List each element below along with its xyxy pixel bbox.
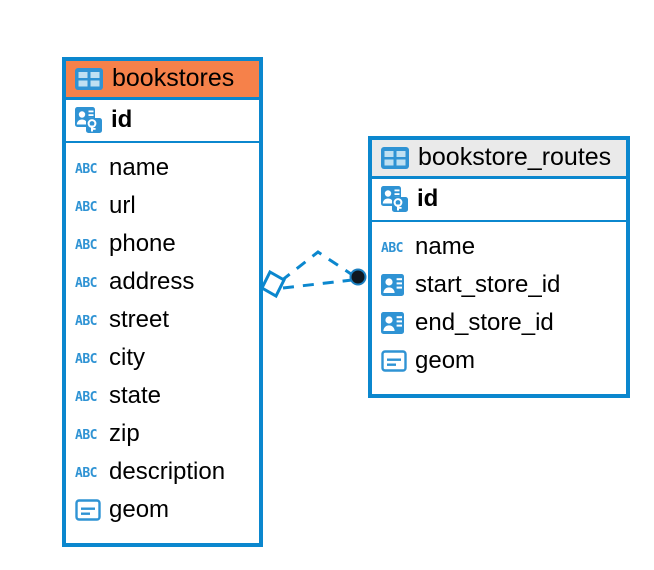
table-icon xyxy=(381,146,409,169)
field-label: address xyxy=(109,268,195,295)
text-type-icon: ABC xyxy=(75,428,97,443)
abc-glyph: ABC xyxy=(75,352,97,367)
field-label-id: id xyxy=(417,185,439,212)
field-row-address[interactable]: ABC address xyxy=(75,263,250,301)
entity-title: bookstore_routes xyxy=(418,143,612,171)
field-list-bookstores: ABC name ABC url ABC phone ABC ad xyxy=(66,143,259,536)
text-type-icon: ABC xyxy=(75,200,97,215)
field-row-geom[interactable]: geom xyxy=(381,342,617,380)
header-divider xyxy=(66,97,259,100)
entity-table-bookstores[interactable]: bookstores id ABC xyxy=(62,57,263,547)
abc-glyph: ABC xyxy=(75,200,97,215)
field-label: geom xyxy=(109,496,170,523)
field-label: phone xyxy=(109,230,176,257)
field-label: url xyxy=(109,192,136,219)
field-row-id[interactable]: id xyxy=(372,179,626,220)
relationship-line-upper xyxy=(280,250,355,283)
field-row-geom[interactable]: geom xyxy=(75,491,250,529)
primary-key-icon xyxy=(381,186,408,212)
foreign-key-icon xyxy=(381,274,404,296)
abc-glyph: ABC xyxy=(75,466,97,481)
text-type-icon: ABC xyxy=(75,314,97,329)
text-type-icon: ABC xyxy=(75,390,97,405)
relationship-target-circle-icon xyxy=(349,268,367,286)
text-type-icon: ABC xyxy=(75,352,97,367)
field-row-start-store-id[interactable]: start_store_id xyxy=(381,266,617,304)
field-label: end_store_id xyxy=(415,309,554,336)
primary-key-divider xyxy=(372,220,626,222)
abc-glyph: ABC xyxy=(75,238,97,253)
primary-key-icon xyxy=(75,107,102,133)
field-row-zip[interactable]: ABC zip xyxy=(75,415,250,453)
table-icon xyxy=(75,67,103,90)
field-label: geom xyxy=(415,347,476,374)
field-label: zip xyxy=(109,420,140,447)
field-row-description[interactable]: ABC description xyxy=(75,453,250,491)
relationship-source-diamond-icon xyxy=(260,269,286,299)
field-label-id: id xyxy=(111,106,133,133)
abc-glyph: ABC xyxy=(75,428,97,443)
abc-glyph: ABC xyxy=(381,241,403,256)
text-type-icon: ABC xyxy=(75,238,97,253)
entity-title: bookstores xyxy=(112,64,235,92)
field-label: name xyxy=(415,233,476,260)
geometry-type-icon xyxy=(75,499,101,521)
field-row-name[interactable]: ABC name xyxy=(75,149,250,187)
field-row-name[interactable]: ABC name xyxy=(381,228,617,266)
primary-key-divider xyxy=(66,141,259,143)
entity-table-bookstore-routes[interactable]: bookstore_routes id ABC xyxy=(368,136,630,398)
text-type-icon: ABC xyxy=(75,466,97,481)
abc-glyph: ABC xyxy=(75,162,97,177)
field-label: state xyxy=(109,382,162,409)
abc-glyph: ABC xyxy=(75,314,97,329)
field-row-city[interactable]: ABC city xyxy=(75,339,250,377)
field-list-bookstore-routes: ABC name start_store_id xyxy=(372,222,626,387)
text-type-icon: ABC xyxy=(75,276,97,291)
text-type-icon: ABC xyxy=(75,162,97,177)
abc-glyph: ABC xyxy=(75,276,97,291)
field-row-state[interactable]: ABC state xyxy=(75,377,250,415)
field-row-url[interactable]: ABC url xyxy=(75,187,250,225)
geometry-type-icon xyxy=(381,350,407,372)
field-row-id[interactable]: id xyxy=(66,100,259,141)
foreign-key-icon xyxy=(381,312,404,334)
entity-header-bookstore-routes[interactable]: bookstore_routes xyxy=(372,140,626,176)
field-row-street[interactable]: ABC street xyxy=(75,301,250,339)
abc-glyph: ABC xyxy=(75,390,97,405)
field-row-phone[interactable]: ABC phone xyxy=(75,225,250,263)
field-row-end-store-id[interactable]: end_store_id xyxy=(381,304,617,342)
field-label: city xyxy=(109,344,145,371)
field-label: name xyxy=(109,154,170,181)
field-label: description xyxy=(109,458,226,485)
header-divider xyxy=(372,176,626,179)
text-type-icon: ABC xyxy=(381,241,403,256)
relationship-line-lower xyxy=(282,278,353,290)
field-label: start_store_id xyxy=(415,271,561,298)
field-label: street xyxy=(109,306,170,333)
entity-header-bookstores[interactable]: bookstores xyxy=(66,61,259,97)
